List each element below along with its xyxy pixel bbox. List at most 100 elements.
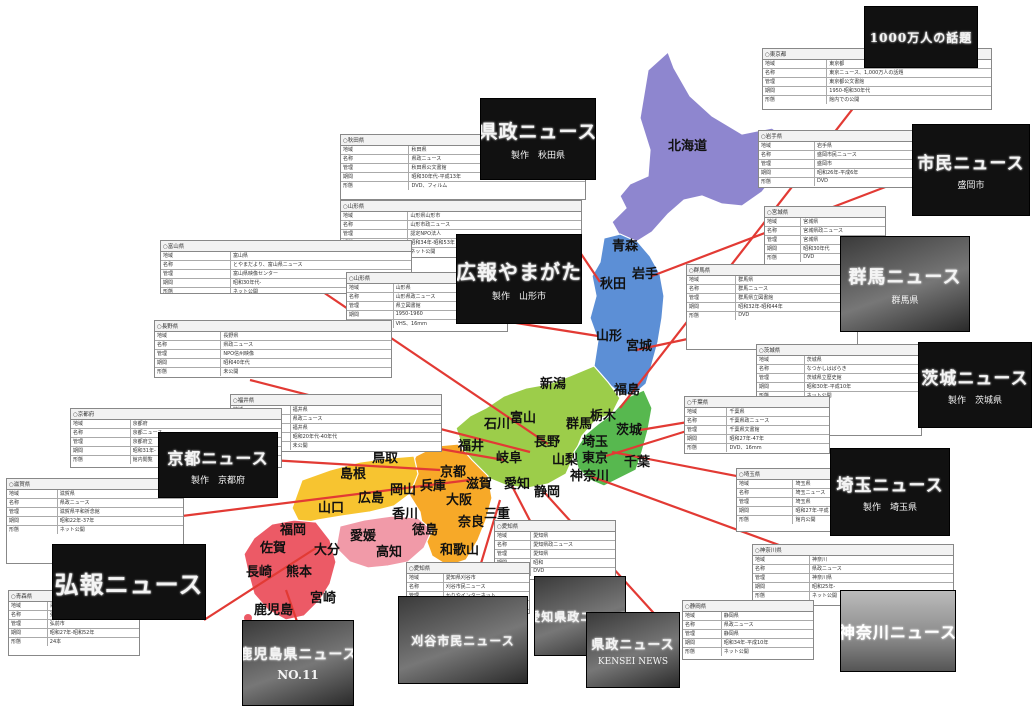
info-table-value: 東京都 (829, 61, 845, 67)
info-table-key: 形態 (765, 254, 802, 262)
info-table-key: 期間 (155, 359, 222, 367)
thumbnail-gunma-title: 群馬ニュース (848, 266, 962, 288)
pref-label-gunma: 群馬 (566, 417, 593, 432)
info-table-value: 群馬県立図書館 (738, 295, 774, 301)
info-table-row: 地域富山県 (161, 252, 411, 261)
thumbnail-yamagata[interactable]: 広報やまがた 製作 山形市 (456, 234, 582, 324)
info-table-key: 期間 (687, 303, 737, 311)
pref-label-gifu: 岐阜 (496, 451, 523, 466)
pref-label-yamagata: 山形 (596, 329, 623, 344)
thumbnail-hirosaki-title: 弘報ニュース (54, 569, 204, 599)
thumbnail-shizuoka[interactable]: 県政ニュース KENSEI NEWS (586, 612, 680, 688)
connector-arrow (509, 320, 599, 338)
info-table-row: 地域岩手県 (759, 142, 955, 151)
thumbnail-akita-sub: 製作 秋田県 (510, 151, 565, 161)
thumbnail-kyoto-sub: 製作 京都府 (190, 475, 245, 486)
region-shikoku[interactable] (335, 515, 433, 569)
info-table-key: 地域 (71, 420, 131, 428)
info-table-row: 名称なつかしはばらき (757, 365, 921, 374)
info-table-header: ○千葉県 (685, 397, 829, 408)
connector-arrow (149, 478, 471, 522)
info-table-key: 地域 (759, 142, 815, 150)
thumbnail-kariya[interactable]: 刈谷市民ニュース (398, 596, 528, 684)
info-table-header: ○山形県 (341, 201, 581, 212)
info-table-row: 管理神奈川県 (753, 574, 953, 583)
thumbnail-kagoshima[interactable]: 鹿児島県ニュース NO.11 (242, 620, 354, 706)
info-table-key: 名称 (737, 489, 794, 497)
info-table-value: とやまだより、富山県ニュース (233, 262, 303, 268)
info-table-row: 期間昭和34年-平成10年 (683, 639, 813, 648)
info-table-key: 管理 (753, 574, 810, 582)
info-table-row: 管理弘前市 (9, 620, 139, 629)
region-tohoku[interactable] (589, 233, 665, 397)
info-table-key: 期間 (341, 173, 410, 181)
pref-label-saitama: 埼玉 (582, 435, 609, 450)
info-table-row: 名称東京ニュース、1,000万人の話題 (763, 69, 991, 78)
region-kanto[interactable] (573, 389, 653, 487)
thumbnail-tokyo[interactable]: 1000万人の話題 (864, 6, 978, 68)
info-table-header: ○滋賀県 (7, 479, 183, 490)
info-table-gunma: ○群馬県地域群馬県名称群馬ニュース管理群馬県立図書館期間昭和32年-昭和44年形… (686, 264, 858, 350)
info-table-value: DVD (803, 254, 815, 260)
pref-label-oita: 大分 (314, 543, 341, 558)
thumbnail-hirosaki[interactable]: 弘報ニュース (52, 544, 206, 620)
info-table-key: 形態 (155, 368, 222, 376)
info-table-value: 昭和20年代-40年代 (292, 434, 338, 440)
info-table-value: 山形県山形市 (410, 213, 441, 219)
info-table-row: 名称県政ニュース (683, 621, 813, 630)
info-table-header: ○宮城県 (765, 207, 885, 218)
region-hokkaido[interactable] (611, 50, 793, 243)
info-table-row: 形態ネット公開 (7, 526, 183, 534)
info-table-key: 期間 (759, 169, 815, 177)
info-table-key: 地域 (407, 574, 444, 582)
info-table-value: 埼玉県 (795, 481, 811, 487)
info-table-value: 茨城県立歴史館 (806, 375, 842, 381)
info-table-row: 管理富山県映像センター (161, 270, 411, 279)
connector-arrow (203, 547, 317, 621)
pref-label-tottori: 鳥取 (372, 451, 399, 466)
thumbnail-saitama[interactable]: 埼玉ニュース 製作 埼玉県 (830, 448, 950, 536)
thumbnail-kagoshima-sub: NO.11 (277, 668, 319, 682)
info-table-row: 地域千葉県 (685, 408, 829, 417)
info-table-row: 形態館内閲覧 (71, 456, 281, 464)
region-kyushu[interactable] (243, 519, 337, 621)
info-table-row: 名称盛岡市民ニュース (759, 151, 955, 160)
info-table-key: 期間 (765, 245, 802, 253)
info-table-row: 管理県立図書館 (347, 302, 507, 311)
info-table-header: ○愛知県 (407, 563, 529, 574)
info-table-row: 地域愛知県刈谷市 (407, 574, 529, 583)
info-table-header: ○群馬県 (687, 265, 857, 276)
info-table-value: 山形県 (395, 285, 411, 291)
region-chubu[interactable] (455, 365, 621, 489)
info-table-key: 地域 (347, 284, 394, 292)
info-table-value: DVD (738, 312, 750, 318)
info-table-key: 期間 (71, 447, 131, 455)
info-table-key: 形態 (683, 648, 722, 656)
pref-label-kagoshima: 鹿児島 (254, 603, 294, 618)
thumbnail-kyoto-title: 京都ニュース (167, 448, 269, 468)
info-table-value: 富山県映像センター (233, 271, 279, 277)
info-table-header: ○静岡県 (683, 601, 813, 612)
info-table-value: 愛知県政ニュース (533, 542, 573, 548)
thumbnail-iwate-title: 市民ニュース (917, 154, 1025, 174)
info-table-value: 昭和26年-平成6年 (816, 170, 859, 176)
thumbnail-yamagata-sub: 製作 山形市 (491, 292, 546, 302)
info-table-key: 名称 (155, 341, 222, 349)
info-table-row: 期間昭和32年-昭和44年 (687, 303, 857, 312)
info-table-row: 形態館内公開 (737, 516, 935, 524)
pref-label-shimane: 島根 (340, 467, 367, 482)
info-table-value: 昭和34年-昭和53年 (410, 240, 455, 246)
info-table-row: 形態館内での公開 (763, 96, 991, 104)
thumbnail-kyoto[interactable]: 京都ニュース 製作 京都府 (158, 432, 278, 498)
info-table-value: 認定NPO法人 (410, 231, 442, 237)
thumbnail-gunma[interactable]: 群馬ニュース 群馬県 (840, 236, 970, 332)
info-table-key: 形態 (7, 526, 58, 534)
thumbnail-akita[interactable]: 県政ニュース 製作 秋田県 (480, 98, 596, 180)
info-table-key: 管理 (155, 350, 222, 358)
thumbnail-iwate[interactable]: 市民ニュース 盛岡市 (912, 124, 1030, 216)
thumbnail-kanagawa[interactable]: 神奈川ニュース (840, 590, 956, 672)
thumbnail-ibaraki[interactable]: 茨城ニュース 製作 茨城県 (918, 342, 1032, 428)
info-table-row: 管理宮城県 (765, 236, 885, 245)
